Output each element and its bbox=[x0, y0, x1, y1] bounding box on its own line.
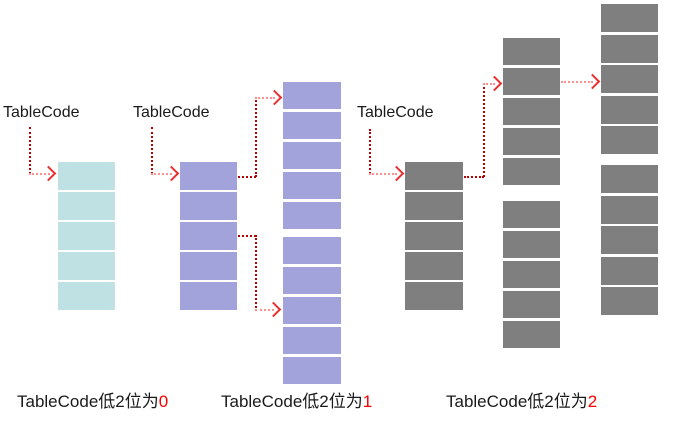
arrow-table1-l1b3-to-l2b8-segment bbox=[238, 235, 256, 237]
table1-level1-stack-block bbox=[180, 222, 237, 250]
table2-level3-stack-block bbox=[601, 65, 658, 93]
table1-level1-stack-block bbox=[180, 192, 237, 220]
arrow-table2-l2b2-to-l3b3-segment bbox=[561, 81, 593, 83]
table2-level2-stack-block bbox=[503, 261, 560, 288]
arrow-table2-l1b1-to-l2b2-segment bbox=[464, 176, 484, 178]
table2-level2-stack-block bbox=[503, 231, 560, 258]
arrow-tablecode2-segment bbox=[369, 173, 397, 175]
arrow-table2-l2b2-to-l3b3-arrowhead-icon bbox=[584, 73, 601, 90]
arrow-tablecode2-arrowhead-icon bbox=[388, 165, 405, 182]
table2-level2-stack-block bbox=[503, 98, 560, 125]
arrow-table2-l1b1-to-l2b2-segment bbox=[483, 83, 495, 85]
table2-level1-stack-block bbox=[405, 162, 463, 190]
table2-level3-stack-block bbox=[601, 287, 658, 315]
arrow-table1-l1b3-to-l2b8-arrowhead-icon bbox=[265, 301, 282, 318]
table1-level2-stack-block bbox=[283, 357, 341, 384]
table1-level2-stack-block bbox=[283, 237, 341, 264]
table1-level2-stack-block bbox=[283, 327, 341, 354]
arrow-tablecode1-arrowhead-icon bbox=[163, 165, 180, 182]
arrow-tablecode1-segment bbox=[151, 173, 172, 175]
arrow-tablecode0-segment bbox=[29, 127, 31, 174]
table2-level1-stack-block bbox=[405, 192, 463, 220]
arrow-table1-l1b1-to-l2b1-segment bbox=[255, 97, 257, 177]
table1-level2-stack-block bbox=[283, 172, 341, 199]
table2-level3-stack-block bbox=[601, 195, 658, 224]
table1-level1-stack-block bbox=[180, 252, 237, 280]
caption-table2-text: TableCode低2位为 bbox=[446, 392, 588, 411]
table0-stack-block bbox=[58, 252, 115, 280]
arrow-table2-l1b1-to-l2b2-segment bbox=[483, 83, 485, 177]
arrow-table1-l1b1-to-l2b1-segment bbox=[255, 97, 275, 99]
arrow-table1-l1b1-to-l2b1-segment bbox=[238, 176, 256, 178]
caption-table1-highlight-digit: 1 bbox=[362, 392, 373, 411]
caption-table1-text: TableCode低2位为 bbox=[221, 392, 363, 411]
table1-level2-stack-block bbox=[283, 297, 341, 324]
table2-level2-stack-block bbox=[503, 68, 560, 95]
table2-level3-stack-block bbox=[601, 34, 658, 63]
caption-table0: TableCode低2位为0 bbox=[17, 392, 168, 412]
arrow-tablecode0-segment bbox=[29, 173, 50, 175]
table0-stack-block bbox=[58, 282, 115, 310]
table2-level3-stack-block bbox=[601, 95, 658, 124]
table2-level3-stack-block bbox=[601, 165, 658, 193]
arrow-table1-l1b1-to-l2b1-arrowhead-icon bbox=[266, 89, 283, 106]
table1-level2-stack-block bbox=[283, 202, 341, 229]
caption-table2-highlight-digit: 2 bbox=[587, 392, 598, 411]
arrow-tablecode0-arrowhead-icon bbox=[40, 165, 57, 182]
table2-level1-stack-block bbox=[405, 222, 463, 250]
table1-level1-stack-block bbox=[180, 162, 237, 190]
caption-table2: TableCode低2位为2 bbox=[446, 392, 597, 412]
table2-level2-stack-block bbox=[503, 128, 560, 155]
table2-level2-stack-block bbox=[503, 201, 560, 228]
table1-level1-stack-block bbox=[180, 282, 237, 310]
table1-level2-stack-block bbox=[283, 82, 341, 109]
caption-table0-text: TableCode低2位为 bbox=[17, 392, 159, 411]
table2-level3-stack-block bbox=[601, 256, 658, 285]
tablecode-label-0: TableCode bbox=[3, 104, 80, 121]
arrow-table1-l1b3-to-l2b8-segment bbox=[255, 309, 274, 311]
table2-level3-stack-block bbox=[601, 226, 658, 254]
tablecode-label-1: TableCode bbox=[133, 104, 210, 121]
table2-level2-stack-block bbox=[503, 321, 560, 348]
caption-table1: TableCode低2位为1 bbox=[221, 392, 372, 412]
arrow-table2-l1b1-to-l2b2-arrowhead-icon bbox=[486, 75, 503, 92]
caption-table0-highlight-digit: 0 bbox=[158, 392, 169, 411]
arrow-table1-l1b3-to-l2b8-segment bbox=[255, 235, 257, 311]
table1-level2-stack-block bbox=[283, 142, 341, 169]
table2-level3-stack-block bbox=[601, 126, 658, 154]
table2-level3-stack-block bbox=[601, 4, 658, 32]
table1-level2-stack-block bbox=[283, 267, 341, 294]
table1-level2-stack-block bbox=[283, 112, 341, 139]
table0-stack-block bbox=[58, 162, 115, 190]
arrow-tablecode1-segment bbox=[151, 127, 153, 174]
arrow-tablecode2-segment bbox=[369, 129, 371, 174]
table2-level1-stack-block bbox=[405, 252, 463, 280]
table2-level2-stack-block bbox=[503, 291, 560, 318]
table0-stack-block bbox=[58, 192, 115, 220]
table0-stack-block bbox=[58, 222, 115, 250]
table2-level2-stack-block bbox=[503, 38, 560, 65]
table2-level2-stack-block bbox=[503, 158, 560, 185]
table2-level1-stack-block bbox=[405, 282, 463, 310]
tablecode-label-2: TableCode bbox=[357, 104, 434, 121]
